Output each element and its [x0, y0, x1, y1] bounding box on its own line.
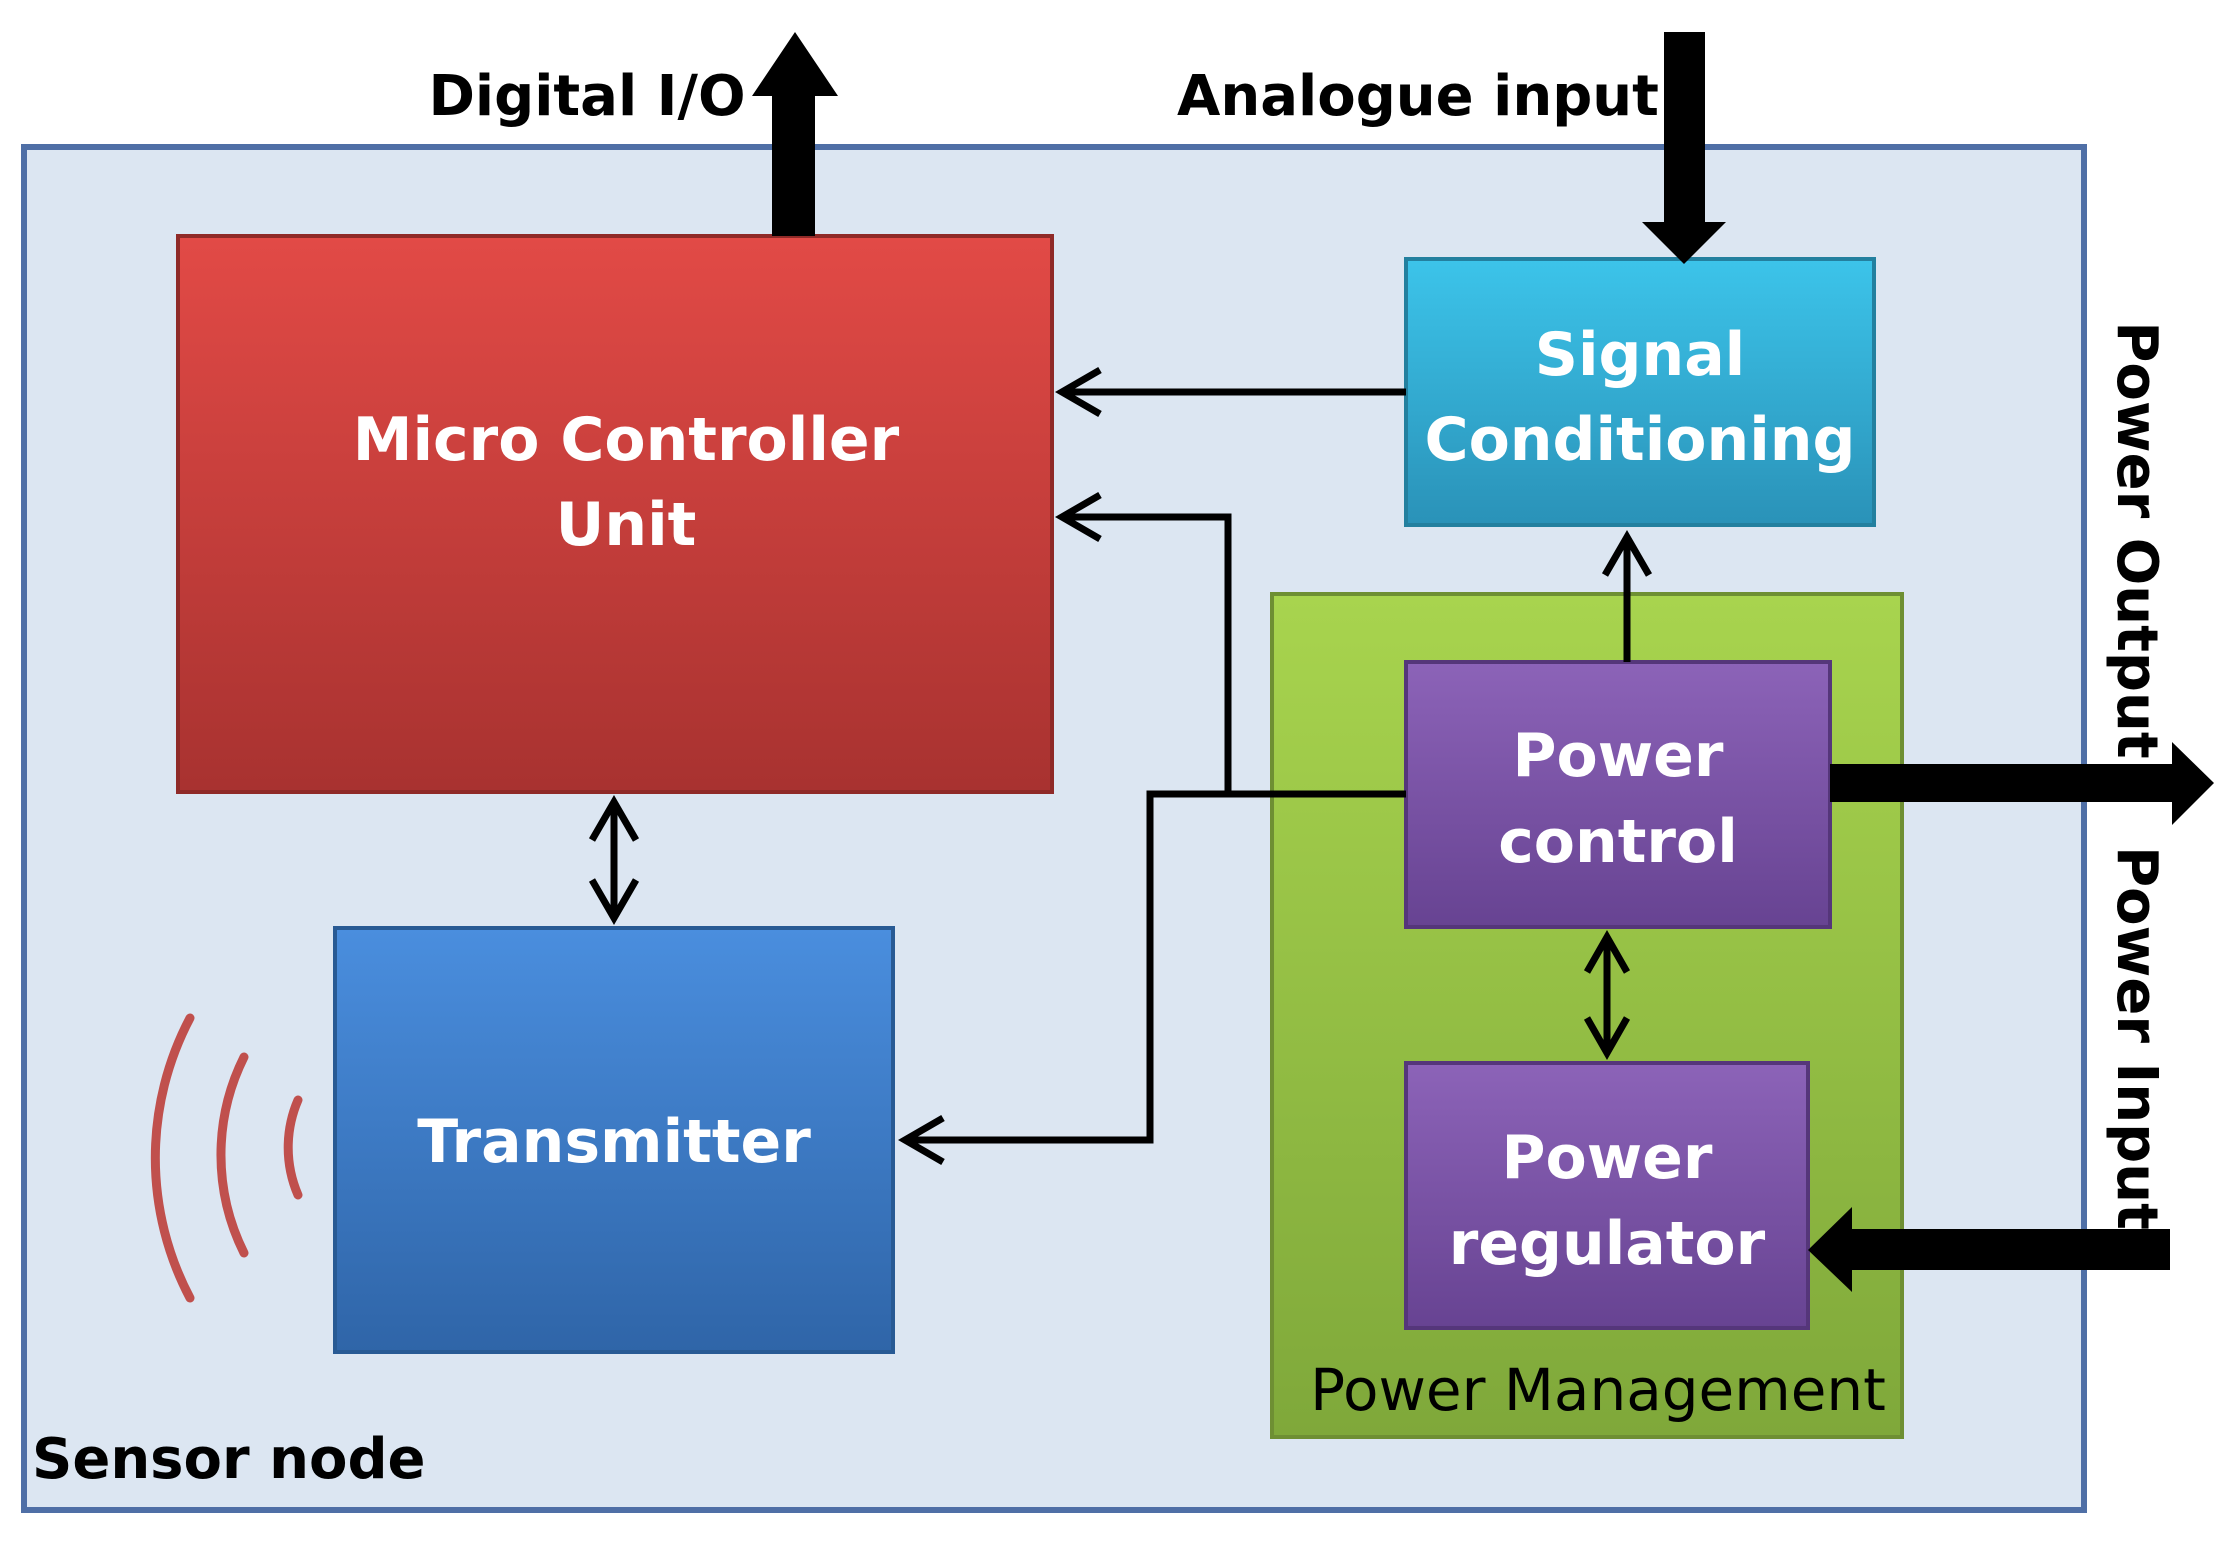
arrow-control-regulator-head-up [1583, 929, 1631, 974]
power-regulator-label-line2: regulator [1449, 1209, 1766, 1279]
sensor-node-label: Sensor node [32, 1427, 426, 1492]
mcu-label-line2: Unit [556, 490, 697, 560]
digital-io-arrow [752, 32, 838, 236]
power-input-label: Power Input [2104, 846, 2169, 1230]
transmitter-block [333, 926, 895, 1354]
power-management-label: Power Management [1310, 1356, 1886, 1424]
arrow-sig-to-mcu-head [1055, 366, 1102, 418]
external-arrows [752, 32, 2214, 1292]
arrow-power-to-sig-head [1601, 530, 1653, 577]
power-regulator-label-line1: Power [1502, 1123, 1713, 1193]
arrow-power-to-transmitter-head [898, 1114, 945, 1166]
transmitter-label: Transmitter [417, 1107, 811, 1177]
digital-io-label: Digital I/O [428, 64, 745, 129]
micro-controller-unit-block [176, 234, 1054, 794]
mcu-label-line1: Micro Controller [353, 405, 900, 475]
power-input-arrow [1808, 1207, 2170, 1292]
arrow-mcu-transmitter-head-down [588, 878, 640, 925]
arrow-power-to-transmitter [905, 790, 1406, 1144]
power-output-arrow [1830, 742, 2214, 825]
arrow-control-regulator-head-down [1583, 1016, 1631, 1061]
power-control-block [1404, 660, 1832, 929]
signal-conditioning-label-line2: Conditioning [1425, 405, 1856, 475]
power-control-label-line1: Power [1513, 721, 1724, 791]
connections [588, 366, 1653, 1166]
power-output-label: Power Output [2104, 321, 2169, 758]
power-regulator-block [1404, 1061, 1810, 1330]
power-control-label-line2: control [1498, 807, 1738, 877]
analogue-input-label: Analogue input [1177, 64, 1659, 129]
signal-conditioning-block [1404, 257, 1876, 527]
wireless-signal-icon [150, 1013, 303, 1303]
signal-conditioning-label-line1: Signal [1535, 320, 1746, 390]
arrow-power-to-mcu-head [1055, 491, 1102, 543]
analogue-input-arrow [1642, 32, 1726, 264]
arrow-mcu-transmitter-head-up [588, 795, 640, 842]
